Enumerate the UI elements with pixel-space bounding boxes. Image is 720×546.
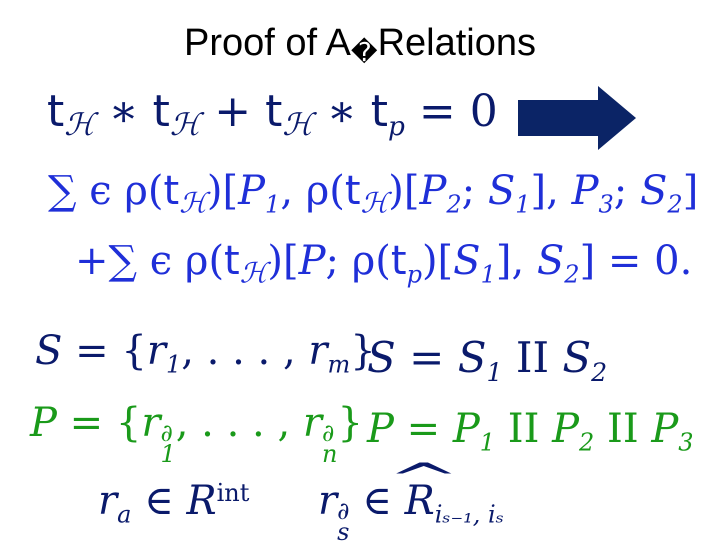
title-text: Proof of A (184, 22, 351, 64)
sum-equation-line-2: +∑ ϵ ρ(tℋ)[P; ρ(tp)[S1], S2] = 0. (75, 238, 693, 290)
s-set-decomposition: S = S1 II S2 (367, 333, 608, 387)
main-equation: tℋ ∗ tℋ + tℋ ∗ tp = 0 (47, 86, 498, 144)
p-set-decomposition: P = P1 II P2 II P3 (367, 406, 694, 457)
right-arrow-icon (518, 86, 636, 150)
s-set-definition: S = {r1, . . . , rm} (35, 328, 376, 379)
slide-title: Proof of A�Relations (0, 22, 720, 68)
rs-membership: r∂s ∈ Riₛ₋₁, iₛ (318, 478, 504, 544)
ra-membership: ra ∈ Rint (98, 478, 250, 529)
title-rest: Relations (377, 22, 536, 64)
sum-equation-line-1: ∑ ϵ ρ(tℋ)[P1, ρ(tℋ)[P2; S1], P3; S2] (48, 168, 699, 220)
p-set-definition: P = {r∂1, . . . , r∂n} (30, 400, 363, 469)
title-missing-glyph: � (350, 38, 378, 68)
